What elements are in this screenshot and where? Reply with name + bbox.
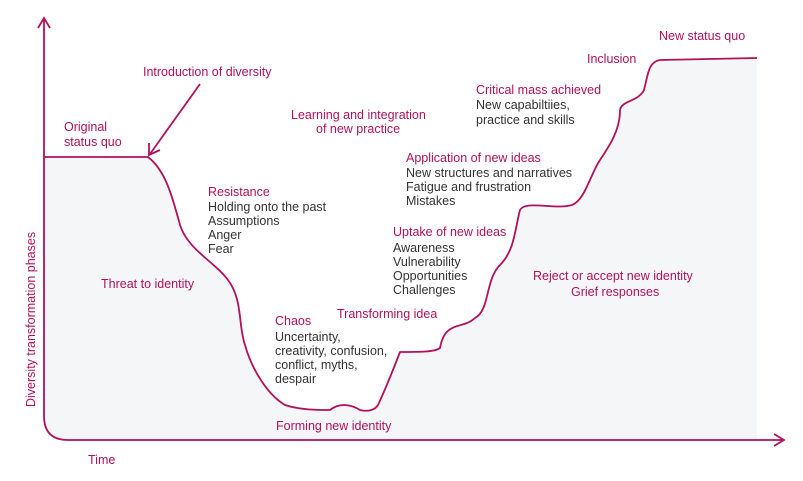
introduction-label: Introduction of diversity — [143, 65, 272, 79]
y-axis-label: Diversity transformation phases — [24, 232, 38, 407]
critical-mass-item: practice and skills — [476, 113, 575, 127]
forming-label: Forming new identity — [276, 419, 392, 433]
critical-mass-title: Critical mass achieved — [476, 83, 601, 97]
uptake-item: Awareness — [393, 241, 455, 255]
resistance-item: Assumptions — [208, 214, 280, 228]
uptake-item: Vulnerability — [393, 255, 461, 269]
reject-label-1: Reject or accept new identity — [533, 269, 694, 283]
x-axis-arrowhead — [773, 433, 786, 447]
uptake-item: Challenges — [393, 283, 456, 297]
area-under-curve — [44, 58, 757, 440]
new-status-label: New status quo — [659, 29, 745, 43]
resistance-item: Holding onto the past — [208, 200, 327, 214]
application-item: Fatigue and frustration — [406, 180, 531, 194]
introduction-arrow-line — [149, 83, 201, 155]
application-title: Application of new ideas — [406, 151, 541, 165]
axes-line — [43, 20, 782, 441]
chaos-item: creativity, confusion, — [275, 344, 387, 358]
threat-label: Threat to identity — [101, 277, 195, 291]
y-axis-arrowhead — [37, 16, 51, 29]
uptake-item: Opportunities — [393, 269, 467, 283]
chaos-item: Uncertainty, — [275, 330, 341, 344]
resistance-title: Resistance — [208, 185, 270, 199]
chaos-item: conflict, myths, — [275, 358, 358, 372]
uptake-title: Uptake of new ideas — [393, 225, 506, 239]
critical-mass-item: New capabiltiies, — [476, 98, 570, 112]
x-axis-label: Time — [88, 453, 115, 467]
transforming-label: Transforming idea — [337, 307, 437, 321]
introduction-arrowhead — [148, 143, 161, 157]
original-label-1: Original — [64, 120, 107, 134]
chaos-title: Chaos — [275, 314, 311, 328]
chaos-item: despair — [275, 372, 316, 386]
resistance-item: Fear — [208, 242, 234, 256]
application-item: New structures and narratives — [406, 166, 572, 180]
application-item: Mistakes — [406, 194, 455, 208]
inclusion-label: Inclusion — [587, 52, 636, 66]
learning-label-2: of new practice — [316, 122, 400, 136]
learning-label-1: Learning and integration — [291, 108, 426, 122]
resistance-item: Anger — [208, 228, 241, 242]
original-label-2: status quo — [64, 135, 122, 149]
reject-label-2: Grief responses — [571, 285, 659, 299]
transformation-curve — [44, 57, 758, 412]
